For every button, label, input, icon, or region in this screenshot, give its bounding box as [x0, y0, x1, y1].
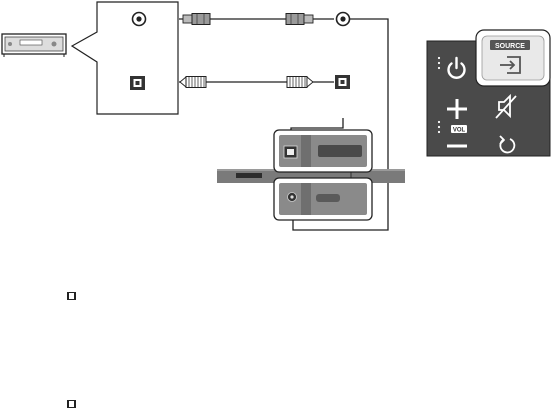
optical-jack-icon	[335, 75, 350, 89]
vol-label: VOL	[453, 128, 466, 134]
coaxial-jack-icon	[131, 11, 147, 27]
remote-control: VOL SOURCE	[426, 29, 551, 157]
soundbar-coax-port-panel	[273, 177, 373, 221]
repeat-icon[interactable]	[499, 135, 516, 154]
plus-icon[interactable]	[447, 99, 467, 119]
optical-jack-icon	[130, 76, 145, 90]
bracket-icon	[67, 292, 76, 300]
device-rear-callout	[70, 1, 179, 115]
vol-badge	[451, 125, 467, 133]
soundbar-optical-port-panel	[273, 129, 373, 173]
optical-cable-icon	[179, 76, 334, 88]
mute-icon[interactable]	[495, 93, 517, 119]
coaxial-cable-icon	[179, 13, 334, 25]
source-icon	[500, 56, 521, 74]
bracket-icon	[67, 400, 76, 408]
external-device-icon	[1, 33, 67, 57]
power-icon[interactable]	[447, 56, 466, 79]
coaxial-jack-icon	[335, 11, 351, 27]
source-label: SOURCE	[495, 43, 525, 50]
